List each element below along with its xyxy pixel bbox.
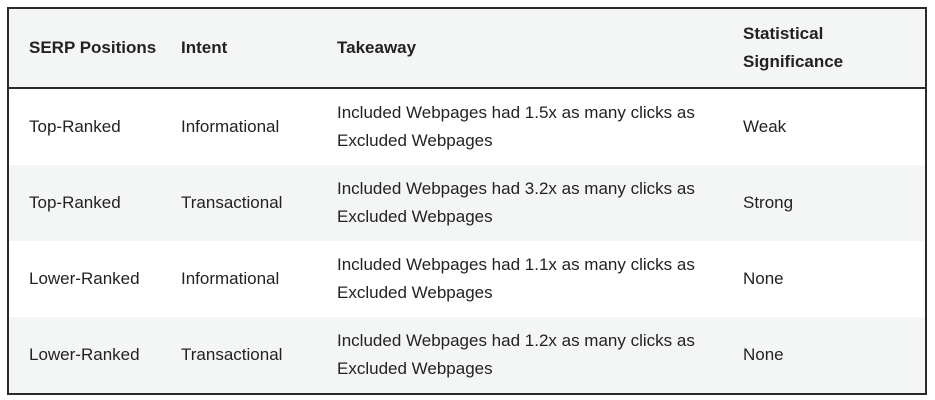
cell-intent: Informational — [181, 117, 280, 136]
cell-serp-position: Top-Ranked — [29, 117, 121, 136]
cell-significance: None — [723, 317, 926, 394]
table-header: SERP Positions Intent Takeaway Statistic… — [8, 8, 926, 89]
header-row: SERP Positions Intent Takeaway Statistic… — [8, 8, 926, 89]
header-takeaway: Takeaway — [317, 8, 723, 89]
cell-intent: Transactional — [161, 165, 317, 241]
cell-intent: Informational — [181, 269, 280, 288]
header-serp-positions: SERP Positions — [8, 8, 161, 89]
cell-serp-position: Lower-Ranked — [8, 317, 161, 394]
cell-serp-position: Top-Ranked — [8, 165, 161, 241]
table-body: Top-Ranked Informational Included Webpag… — [8, 88, 926, 394]
cell-takeaway: Included Webpages had 1.5x as many click… — [337, 103, 695, 150]
header-statistical-significance: Statistical Significance — [723, 8, 926, 89]
cell-takeaway: Included Webpages had 1.1x as many click… — [337, 255, 695, 302]
table-row: Top-Ranked Transactional Included Webpag… — [8, 165, 926, 241]
table-row: Lower-Ranked Transactional Included Webp… — [8, 317, 926, 394]
cell-significance: Strong — [723, 165, 926, 241]
cell-significance: None — [743, 269, 784, 288]
table-row: Lower-Ranked Informational Included Webp… — [8, 241, 926, 317]
cell-takeaway: Included Webpages had 3.2x as many click… — [317, 165, 723, 241]
serp-results-table: SERP Positions Intent Takeaway Statistic… — [7, 7, 927, 395]
cell-takeaway: Included Webpages had 1.2x as many click… — [317, 317, 723, 394]
header-intent: Intent — [161, 8, 317, 89]
table-row: Top-Ranked Informational Included Webpag… — [8, 88, 926, 165]
cell-serp-position: Lower-Ranked — [29, 269, 140, 288]
cell-intent: Transactional — [161, 317, 317, 394]
cell-significance: Weak — [743, 117, 787, 136]
